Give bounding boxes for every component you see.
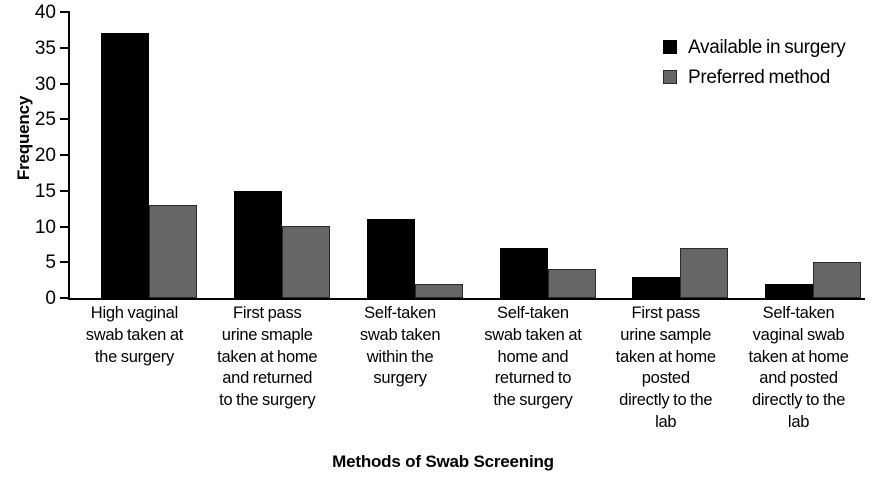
y-axis-tick-label: 5 bbox=[45, 252, 56, 274]
category-label-line: the surgery bbox=[94, 347, 175, 366]
x-axis-title: Methods of Swab Screening bbox=[332, 452, 554, 471]
bar-0-4[interactable] bbox=[632, 277, 681, 298]
y-axis-tick bbox=[60, 189, 68, 192]
y-axis-tick-label: 15 bbox=[34, 180, 56, 202]
bar-0-3[interactable] bbox=[499, 248, 548, 298]
bar-1-2[interactable] bbox=[414, 284, 463, 298]
x-axis-line bbox=[68, 298, 865, 300]
y-axis-tick-label: 40 bbox=[34, 2, 56, 23]
category-label-line: urine sample bbox=[620, 325, 712, 344]
category-label-line: surgery bbox=[373, 369, 427, 388]
category-label-0: High vaginal swab taken at the surgery bbox=[66, 303, 203, 368]
legend-label: Available in surgery bbox=[688, 36, 846, 58]
y-axis-line bbox=[68, 11, 70, 300]
category-label-1: First pass urine smaple taken at home and r… bbox=[199, 303, 336, 412]
x-axis-category-labels: High vaginal swab taken at the surgery Firs… bbox=[68, 303, 865, 443]
category-label-line: lab bbox=[655, 412, 677, 431]
category-label-line: Self-taken bbox=[762, 304, 835, 322]
bar-group bbox=[233, 12, 330, 298]
plot-area bbox=[68, 12, 865, 298]
category-label-line: directly to the bbox=[619, 391, 713, 410]
category-label-line: swab taken at bbox=[85, 325, 184, 344]
bar-1-4[interactable] bbox=[680, 248, 729, 298]
y-axis-tick bbox=[60, 261, 68, 264]
category-label-line: directly to the bbox=[751, 391, 846, 410]
category-label-4: First pass urine sample taken at home poste… bbox=[597, 303, 734, 434]
category-label-5: Self-taken vaginal swab taken at home and p… bbox=[730, 303, 867, 434]
y-axis-tick bbox=[60, 297, 68, 299]
category-label-line: lab bbox=[787, 412, 810, 431]
category-label-2: Self-taken swab taken within the surgery bbox=[332, 303, 469, 390]
bar-1-0[interactable] bbox=[149, 205, 197, 298]
y-axis-tick-label: 10 bbox=[34, 216, 56, 238]
bar-1-3[interactable] bbox=[547, 269, 596, 298]
bar-group bbox=[765, 12, 862, 298]
category-label-line: swab taken bbox=[359, 325, 441, 344]
bar-1-1[interactable] bbox=[281, 226, 330, 298]
y-axis-tick-label: 35 bbox=[34, 37, 56, 59]
category-label-line: Self-taken bbox=[497, 304, 569, 322]
category-label-line: taken at home bbox=[748, 347, 849, 366]
y-axis-tick bbox=[60, 118, 68, 121]
category-label-line: and posted bbox=[759, 369, 838, 388]
bar-1-5[interactable] bbox=[813, 262, 862, 298]
category-label-line: within the bbox=[366, 347, 434, 366]
category-label-line: High vaginal bbox=[90, 304, 179, 322]
bar-group bbox=[101, 12, 197, 298]
y-axis-tick-label: 30 bbox=[34, 73, 56, 95]
category-label-line: swab taken at bbox=[484, 325, 582, 344]
y-axis-tick-label: 20 bbox=[34, 145, 56, 166]
category-label-line: posted bbox=[641, 369, 690, 388]
bar-0-5[interactable] bbox=[765, 284, 814, 298]
y-axis-tick-label: 0 bbox=[45, 288, 56, 309]
category-label-line: the surgery bbox=[493, 391, 573, 410]
category-label-line: taken at home bbox=[615, 347, 716, 366]
bar-0-1[interactable] bbox=[233, 191, 282, 298]
y-axis-tick-label: 25 bbox=[34, 109, 56, 131]
y-axis-tick bbox=[60, 11, 68, 13]
y-axis-tick bbox=[60, 46, 68, 49]
category-label-line: and returned bbox=[222, 369, 313, 388]
bar-group bbox=[499, 12, 596, 298]
y-axis-tick bbox=[60, 82, 68, 85]
category-label-line: First pass bbox=[631, 304, 701, 322]
bar-group bbox=[366, 12, 463, 298]
category-label-line: taken at home bbox=[217, 347, 318, 366]
bar-0-0[interactable] bbox=[101, 33, 149, 298]
category-label-line: home and bbox=[497, 347, 569, 366]
bar-0-2[interactable] bbox=[366, 219, 415, 298]
y-axis-tick bbox=[60, 154, 68, 156]
legend-item-0[interactable]: Available in surgery bbox=[663, 32, 846, 62]
legend-label: Preferred method bbox=[688, 66, 831, 88]
category-label-line: to the surgery bbox=[219, 391, 316, 410]
category-label-3: Self-taken swab taken at home and returned … bbox=[465, 303, 602, 412]
legend-swatch-icon bbox=[663, 40, 677, 54]
bar-group bbox=[632, 12, 729, 298]
category-label-line: urine smaple bbox=[221, 325, 313, 344]
legend-item-1[interactable]: Preferred method bbox=[663, 62, 845, 92]
category-label-line: vaginal swab bbox=[752, 325, 845, 344]
y-axis-tick bbox=[60, 225, 68, 228]
category-label-line: returned to bbox=[494, 369, 572, 388]
category-label-line: Self-taken bbox=[364, 304, 436, 322]
category-label-line: First pass bbox=[233, 304, 302, 322]
legend-swatch-icon bbox=[663, 70, 677, 84]
